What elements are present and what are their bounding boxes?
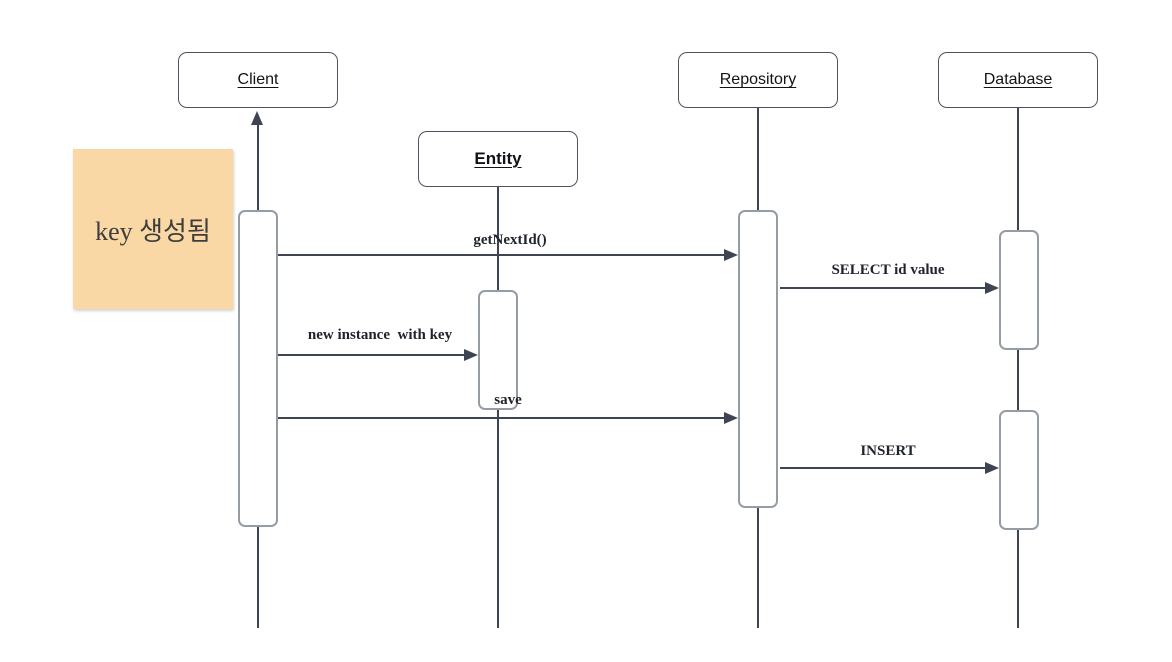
lifeline-head-entity[interactable]: Entity — [418, 131, 578, 187]
message-line-insert — [780, 467, 985, 469]
message-line-save — [278, 417, 724, 419]
activation-client[interactable] — [238, 210, 278, 527]
return-arrowhead-up-icon — [251, 111, 263, 125]
message-line-getnextid — [278, 254, 724, 256]
message-arrowhead-insert-icon — [985, 462, 999, 474]
activation-entity[interactable] — [478, 290, 518, 410]
message-label-select[interactable]: SELECT id value — [831, 262, 945, 278]
lifeline-label-entity: Entity — [474, 149, 522, 168]
message-line-new-instance — [278, 354, 464, 356]
lifeline-head-client[interactable]: Client — [178, 52, 338, 108]
lifeline-label-repository: Repository — [719, 71, 797, 88]
sticky-note[interactable]: key 생성됨 — [73, 149, 233, 309]
message-label-save[interactable]: save — [494, 392, 522, 408]
message-label-insert[interactable]: INSERT — [860, 443, 916, 459]
activation-repository[interactable] — [738, 210, 778, 508]
message-arrowhead-new-instance-icon — [464, 349, 478, 361]
message-arrowhead-select-icon — [985, 282, 999, 294]
activation-database-1[interactable] — [999, 230, 1039, 350]
message-arrowhead-save-icon — [724, 412, 738, 424]
message-arrowhead-getnextid-icon — [724, 249, 738, 261]
lifeline-label-client: Client — [237, 71, 279, 88]
sticky-note-text: key 생성됨 — [95, 216, 211, 246]
message-label-new-instance[interactable]: new instance with key — [307, 327, 453, 343]
lifeline-database — [1017, 108, 1019, 628]
lifeline-label-database: Database — [983, 71, 1053, 88]
message-label-getnextid[interactable]: getNextId() — [473, 232, 547, 248]
lifeline-head-database[interactable]: Database — [938, 52, 1098, 108]
lifeline-head-repository[interactable]: Repository — [678, 52, 838, 108]
activation-database-2[interactable] — [999, 410, 1039, 530]
message-line-select — [780, 287, 985, 289]
